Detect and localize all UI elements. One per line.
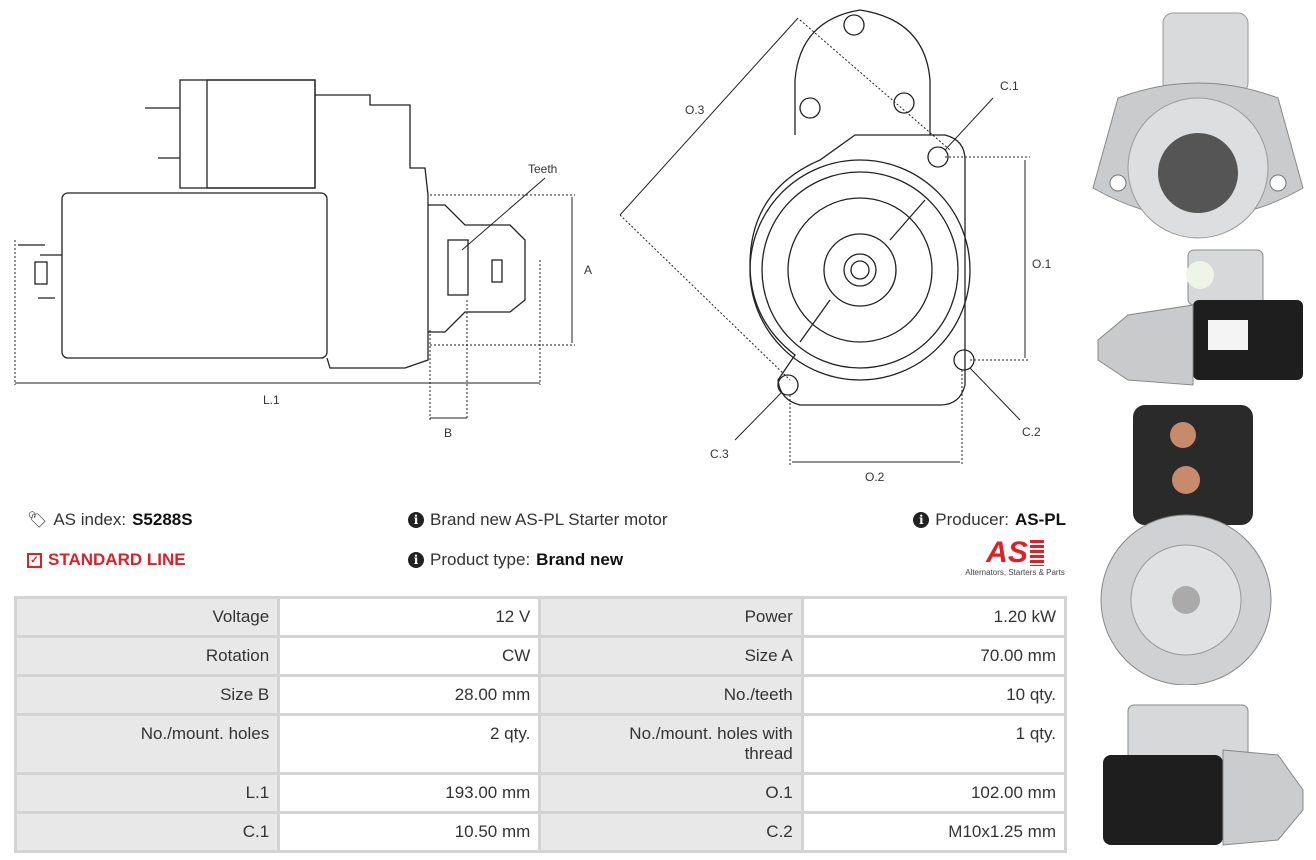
spec-label: Voltage [13, 596, 281, 638]
label-c3: C.3 [710, 447, 729, 461]
spec-value: CW [277, 635, 542, 677]
producer-label: Producer: [935, 510, 1009, 529]
product-photo-front[interactable] [1088, 8, 1306, 240]
label-o2: O.2 [865, 470, 885, 484]
spec-value: 28.00 mm [277, 674, 542, 716]
tags-icon: 🏷 [27, 512, 48, 529]
checkbox-icon: ✓ [27, 552, 42, 568]
spec-label: C.1 [13, 811, 281, 853]
product-type-label: Product type: [430, 550, 531, 569]
spec-value: 2 qty. [277, 713, 542, 775]
product-photo-side[interactable] [1088, 245, 1306, 390]
label-a: A [584, 263, 592, 277]
logo-stripes [1029, 540, 1044, 566]
label-teeth: Teeth [528, 162, 557, 176]
front-view-diagram: O.3 C.1 O.1 C.2 C.3 O.2 [619, 9, 1052, 484]
spec-label: Size B [13, 674, 281, 716]
spec-value: 70.00 mm [800, 635, 1068, 677]
spec-value: 1.20 kW [800, 596, 1068, 638]
info-icon: i [913, 512, 930, 528]
label-c1: C.1 [1000, 79, 1019, 93]
label-o3: O.3 [685, 103, 705, 117]
spec-value: 12 V [277, 596, 542, 638]
as-index-label: AS index: [53, 510, 127, 529]
spec-label: No./mount. holes with thread [538, 713, 804, 775]
spec-value: 102.00 mm [800, 772, 1068, 814]
label-b: B [444, 426, 452, 440]
side-view-diagram: Teeth A L.1 B [14, 79, 592, 440]
product-photo-rear[interactable] [1088, 400, 1306, 685]
producer-value: AS-PL [1015, 510, 1066, 529]
spec-label: O.1 [538, 772, 804, 814]
spec-value: 193.00 mm [277, 772, 542, 814]
label-l1: L.1 [263, 393, 280, 407]
description-text: Brand new AS-PL Starter motor [430, 510, 668, 529]
label-o1: O.1 [1032, 257, 1052, 271]
info-icon: i [408, 512, 424, 528]
info-icon: i [408, 552, 424, 568]
as-pl-logo: AS Alternators, Starters & Parts [962, 536, 1068, 578]
spec-value: 10.50 mm [277, 811, 542, 853]
spec-value: M10x1.25 mm [800, 811, 1068, 853]
as-index-value: S5288S [132, 510, 193, 529]
spec-label: Power [538, 596, 804, 638]
spec-label: C.2 [538, 811, 804, 853]
spec-label: Rotation [13, 635, 281, 677]
logo-tagline: Alternators, Starters & Parts [965, 568, 1065, 577]
product-type-value: Brand new [536, 550, 624, 569]
logo-text: AS [986, 536, 1028, 569]
label-c2: C.2 [1022, 425, 1041, 439]
spec-label: L.1 [13, 772, 281, 814]
as-index: 🏷 AS index: S5288S [27, 510, 193, 530]
spec-label: No./mount. holes [13, 713, 281, 775]
standard-line-badge: ✓ STANDARD LINE [27, 550, 186, 570]
product-type: i Product type: Brand new [408, 550, 623, 570]
description: i Brand new AS-PL Starter motor [408, 510, 667, 530]
spec-label: No./teeth [538, 674, 804, 716]
spec-label: Size A [538, 635, 804, 677]
spec-value: 10 qty. [800, 674, 1068, 716]
product-photo-top[interactable] [1088, 700, 1306, 850]
producer: i Producer: AS-PL [913, 510, 1066, 530]
spec-value: 1 qty. [800, 713, 1068, 775]
standard-line-text: STANDARD LINE [48, 550, 186, 569]
